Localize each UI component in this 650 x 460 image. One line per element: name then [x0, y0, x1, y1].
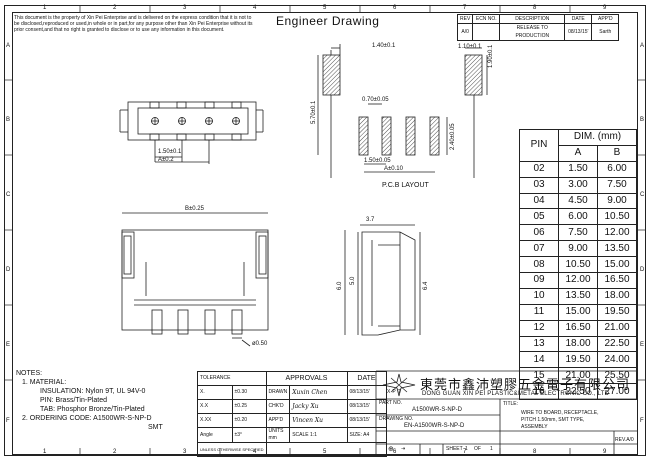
title-line-2: PITCH 1.50mm, SMT TYPE, — [521, 417, 585, 423]
dim-pad-width-2: 1.10±0.1 — [458, 44, 482, 50]
sheet-number: 1 — [465, 446, 468, 452]
grid-col-7: 7 — [463, 5, 467, 11]
notes-block: NOTES: 1. MATERIAL: INSULATION: Nylon 9T… — [16, 369, 163, 432]
dim-pad-width: 1.40±0.1 — [372, 43, 396, 49]
grid-row-b-right: B — [640, 117, 645, 123]
grid-col-6-bottom: 6 — [393, 449, 397, 455]
drawing-title: Engineer Drawing — [276, 14, 380, 28]
grid-col-9-bottom: 9 — [603, 449, 607, 455]
sheet-label: SHEET — [446, 446, 463, 452]
grid-row-d: D — [6, 267, 11, 273]
drawing-no-value: EN-A1500WR-S-NP-D — [404, 423, 465, 429]
grid-col-2: 2 — [113, 5, 117, 11]
dim-pad-spacing: 0.70±0.05 — [362, 97, 389, 103]
projection-symbol-icon: ⊕ — [388, 446, 394, 453]
side-view — [344, 224, 421, 336]
grid-row-a: A — [6, 43, 11, 49]
notes-pin: PIN: Brass/Tin-Plated — [40, 397, 108, 404]
title-label: TITLE: — [503, 401, 519, 407]
notes-heading: NOTES: — [16, 370, 43, 377]
title-line-3: ASSEMBLY — [521, 424, 548, 430]
grid-col-6: 6 — [393, 5, 397, 11]
grid-col-3-bottom: 3 — [183, 449, 187, 455]
dim-b-tolerance: B±0.25 — [185, 206, 204, 212]
grid-row-e: E — [6, 342, 11, 348]
dim-pcb-a: A±0.10 — [384, 166, 403, 172]
drawing-no-label: DRAWING NO. — [379, 416, 414, 422]
grid-col-2-bottom: 2 — [113, 449, 117, 455]
grid-col-7-bottom: 7 — [463, 449, 467, 455]
pcb-layout — [317, 44, 488, 178]
grid-col-3: 3 — [183, 5, 187, 11]
grid-row-d-right: D — [640, 267, 645, 273]
dim-pcb-pitch: 1.50±0.05 — [364, 158, 391, 164]
scale-value: 1:1 — [310, 431, 317, 438]
logo-letters: XPT — [387, 389, 403, 395]
part-no-value: A1500WR-S-NP-D — [412, 407, 463, 413]
description-value: RELEASE TO PRODUCTION — [499, 23, 566, 41]
grid-row-a-right: A — [640, 43, 645, 49]
arrow-icon: ⇥ — [401, 446, 406, 452]
grid-col-1-bottom: 1 — [43, 449, 47, 455]
notes-ordering-code: 2. ORDERING CODE: A1500WR-S-NP-D — [22, 415, 152, 422]
dim-side-width: 3.7 — [366, 217, 375, 223]
grid-col-9: 9 — [603, 5, 607, 11]
top-view — [119, 101, 264, 164]
company-name-chinese: 東莞市鑫沛塑膠五金電子有限公司 — [420, 377, 631, 392]
notes-material: 1. MATERIAL: — [22, 379, 67, 386]
title-line-1: WIRE TO BOARD, RECEPTACLE, — [521, 410, 599, 416]
revision-label: REV.A/0 — [615, 437, 634, 443]
grid-col-4: 4 — [253, 5, 257, 11]
pin-header: PIN — [519, 129, 559, 162]
chkd-signature: Jacky Xu — [289, 399, 348, 414]
sheet-total: 1 — [490, 446, 493, 452]
dim-pitch: 1.50±0.1 — [158, 149, 182, 155]
grid-row-b: B — [6, 117, 11, 123]
notes-insulation: INSULATION: Nylon 9T, UL 94V-0 — [40, 388, 146, 395]
b-cell: 12.00 — [597, 224, 637, 242]
dim-a-tolerance: A±0.2 — [158, 157, 174, 163]
dim-pin-diameter: ø0.50 — [252, 341, 268, 347]
property-disclaimer: This document is the property of Xin Pei… — [14, 15, 253, 33]
part-no-label: PART NO. — [379, 400, 403, 406]
scale-label: SCALE — [292, 431, 309, 438]
rev-value: A/0 — [456, 23, 474, 41]
grid-col-8-bottom: 8 — [533, 449, 537, 455]
revision-table: REV ECN NO. DESCRIPTION DATE APP'D A/0 R… — [456, 14, 620, 41]
unless-specified: UNLESS OTHERWISE SPECIFIED — [197, 442, 267, 457]
grid-row-c-right: C — [640, 192, 645, 198]
grid-row-f-right: F — [640, 418, 644, 424]
grid-row-e-right: E — [640, 342, 645, 348]
company-name-english: DONG GUAN XIN PEI PLASTIC&METAL ELECTRON… — [422, 391, 610, 397]
appd-value: Sarth — [591, 23, 620, 41]
company-logo-icon — [382, 373, 416, 397]
blank-cell — [265, 442, 387, 457]
grid-row-f: F — [6, 418, 10, 424]
pcb-layout-label: P.C.B LAYOUT — [382, 182, 429, 189]
grid-col-1: 1 — [43, 5, 47, 11]
grid-col-8: 8 — [533, 5, 537, 11]
front-view — [121, 212, 269, 347]
grid-col-5: 5 — [323, 5, 327, 11]
notes-smt: SMT — [148, 424, 163, 431]
notes-tab: TAB: Phosphor Bronze/Tin-Plated — [40, 406, 145, 413]
sheet-of-label: OF — [474, 446, 481, 452]
title-block: TOLERANCE APPROVALS DATE X. ±0.30 DRAWN … — [197, 371, 387, 457]
grid-row-c: C — [6, 192, 11, 198]
